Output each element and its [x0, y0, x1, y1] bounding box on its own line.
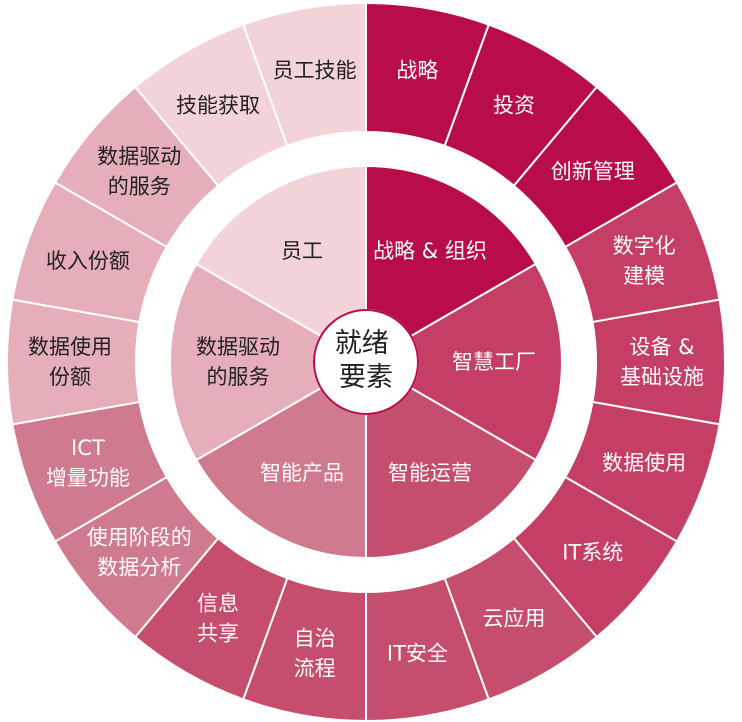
inner-segment-label-5-line-2: 的服务	[207, 365, 270, 389]
outer-segment-label-1-line-1: 战略	[396, 58, 438, 82]
inner-segment-label-4: 智能产品	[260, 461, 344, 485]
inner-segment-label-3-line-1: 智能运营	[388, 461, 472, 485]
outer-segment-label-4-line-1: 数字化	[613, 234, 676, 258]
inner-segment-label-1-line-1: 战略 & 组织	[373, 239, 487, 263]
center-label: 就绪 要素	[335, 328, 398, 393]
outer-segment-label-13-line-2: 增量功能	[46, 466, 130, 490]
outer-segment-label-4-line-2: 建模	[623, 264, 665, 288]
outer-segment-label-10-line-1: 自治	[294, 627, 336, 651]
inner-segment-label-5-line-1: 数据驱动	[196, 335, 280, 359]
outer-segment-label-13: ICT 增量功能	[46, 436, 130, 490]
outer-segment-label-17-line-1: 技能获取	[176, 94, 260, 118]
outer-segment-label-14: 数据使用份额	[28, 335, 112, 389]
outer-segment-label-15-line-1: 收入份额	[46, 249, 130, 273]
outer-segment-label-1: 战略	[396, 58, 438, 82]
outer-segment-label-16: 数据驱动的服务	[97, 145, 181, 199]
outer-segment-label-12-line-2: 数据分析	[97, 555, 181, 579]
outer-segment-label-5-line-2: 基础设施	[620, 365, 704, 389]
outer-segment-label-10: 自治流程	[294, 627, 336, 681]
center-circle	[313, 309, 419, 415]
outer-segment-label-12-line-1: 使用阶段的	[87, 525, 192, 549]
outer-segment-label-6-line-1: 数据使用	[602, 451, 686, 475]
outer-segment-label-15: 收入份额	[46, 249, 130, 273]
inner-segment-label-2-line-1: 智慧工厂	[452, 350, 536, 374]
inner-segment-label-6-line-1: 员工	[281, 239, 323, 263]
outer-segment-label-11-line-1: 信息	[197, 591, 239, 615]
inner-segment-label-6: 员工	[281, 239, 323, 263]
outer-segment-label-9-line-1: IT安全	[387, 642, 448, 666]
center-label-line-1: 就绪	[335, 328, 389, 359]
outer-segment-label-5: 设备 & 基础设施	[620, 335, 704, 389]
outer-segment-label-16-line-1: 数据驱动	[97, 145, 181, 169]
outer-segment-label-13-line-1: ICT	[71, 436, 105, 460]
outer-segment-label-14-line-1: 数据使用	[28, 335, 112, 359]
outer-segment-label-17: 技能获取	[176, 94, 260, 118]
outer-segment-label-8-line-1: 云应用	[483, 606, 546, 630]
outer-segment-label-14-line-2: 份额	[49, 365, 91, 389]
inner-segment-label-3: 智能运营	[388, 461, 472, 485]
outer-segment-label-9: IT安全	[387, 642, 448, 666]
center-label-line-2: 要素	[339, 362, 393, 393]
outer-segment-label-12: 使用阶段的数据分析	[87, 525, 192, 579]
outer-segment-label-7: IT系统	[562, 540, 623, 564]
outer-segment-label-2: 投资	[493, 94, 535, 118]
outer-segment-label-8: 云应用	[483, 606, 546, 630]
inner-segment-label-1: 战略 & 组织	[373, 239, 487, 263]
inner-segment-label-5: 数据驱动的服务	[196, 335, 280, 389]
outer-segment-label-11-line-2: 共享	[197, 621, 239, 645]
outer-segment-label-11: 信息共享	[197, 591, 239, 645]
outer-segment-label-18-line-1: 员工技能	[273, 58, 357, 82]
outer-segment-label-3-line-1: 创新管理	[551, 160, 635, 184]
outer-segment-label-7-line-1: IT系统	[562, 540, 623, 564]
outer-segment-label-4: 数字化建模	[613, 234, 676, 288]
inner-segment-label-4-line-1: 智能产品	[260, 461, 344, 485]
inner-segment-label-2: 智慧工厂	[452, 350, 536, 374]
outer-segment-label-6: 数据使用	[602, 451, 686, 475]
outer-segment-label-3: 创新管理	[551, 160, 635, 184]
outer-segment-label-16-line-2: 的服务	[108, 175, 171, 199]
outer-segment-label-5-line-1: 设备 &	[629, 335, 694, 359]
outer-segment-label-2-line-1: 投资	[493, 94, 535, 118]
outer-segment-label-18: 员工技能	[273, 58, 357, 82]
outer-segment-label-10-line-2: 流程	[294, 657, 336, 681]
